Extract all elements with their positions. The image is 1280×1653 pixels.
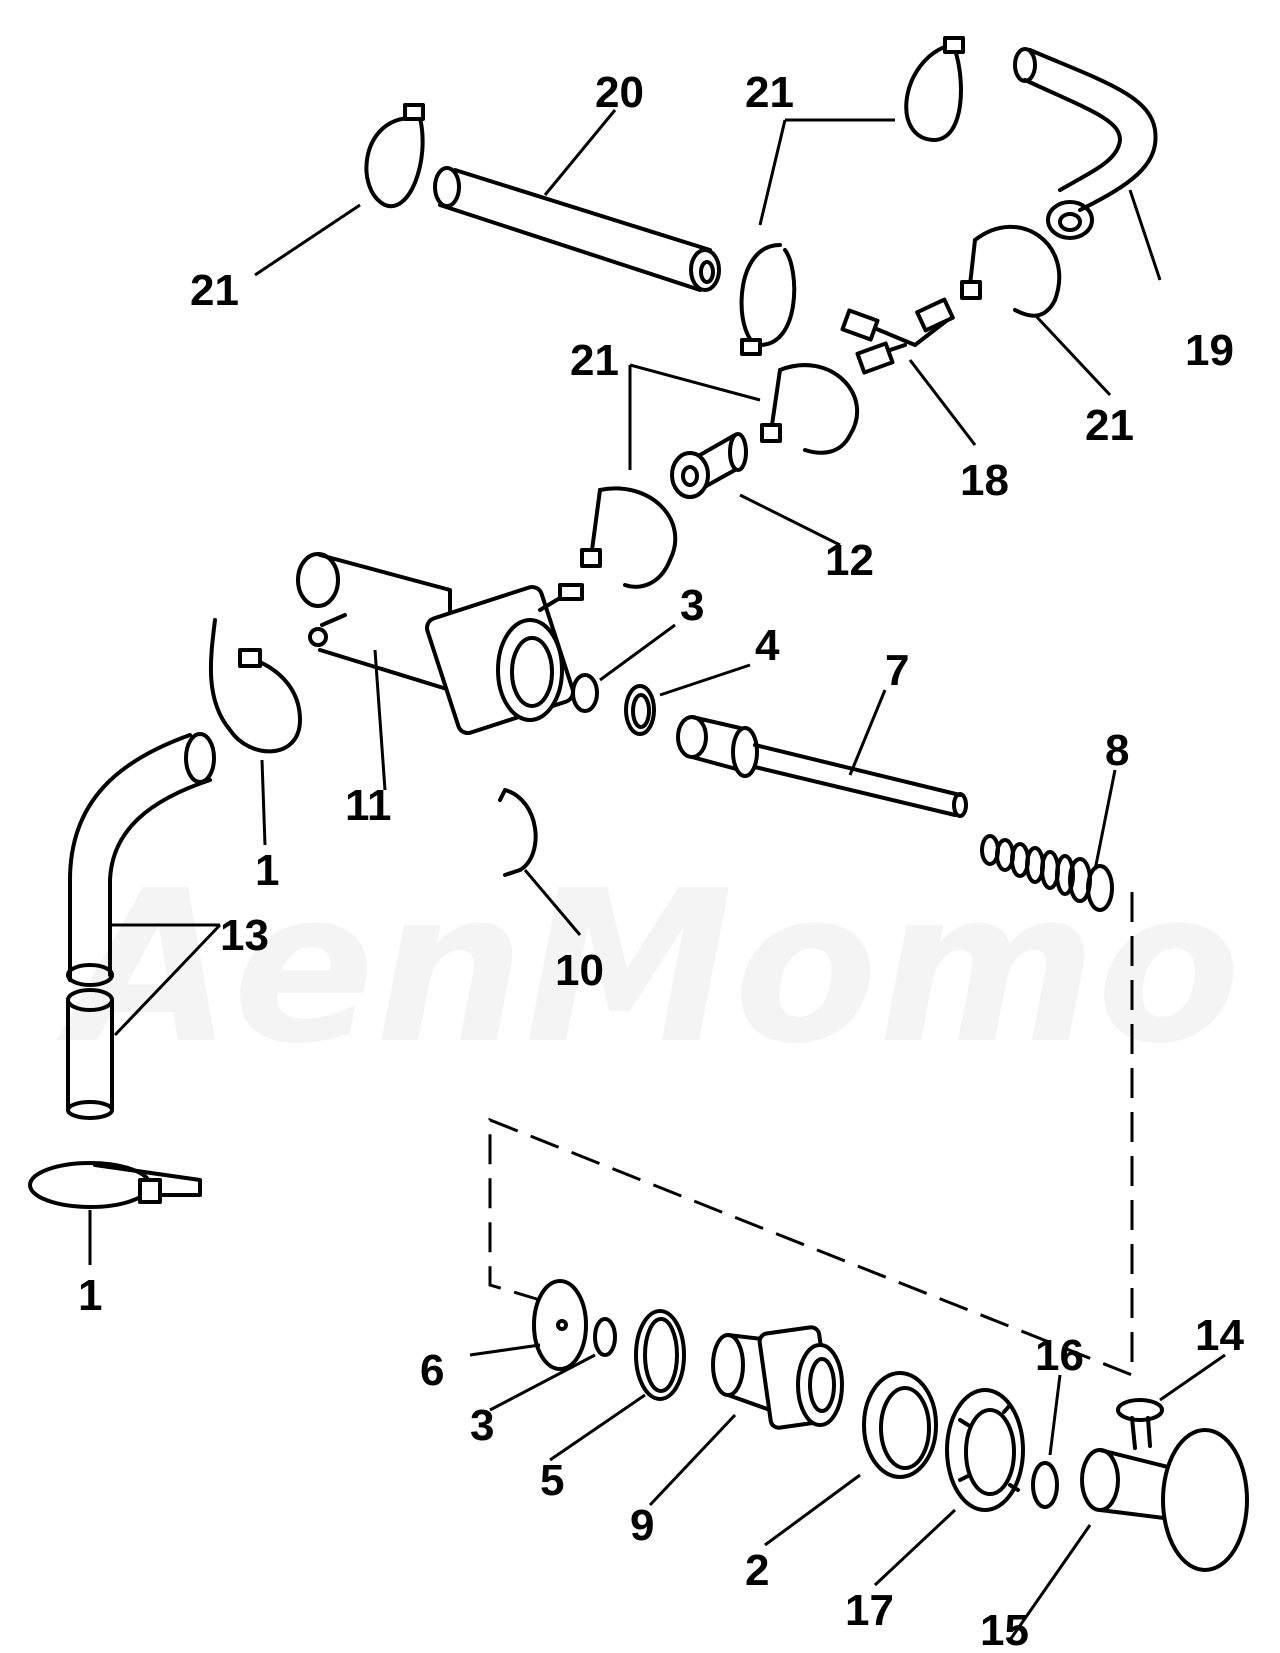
callout-12: 12 (825, 536, 874, 585)
callout-1-lower: 1 (78, 1271, 102, 1320)
callout-11: 11 (345, 781, 392, 830)
callout-3-upper: 3 (680, 581, 704, 630)
callout-5: 5 (540, 1456, 564, 1505)
callout-4: 4 (755, 621, 780, 670)
callout-8: 8 (1105, 726, 1129, 775)
leader-lines (88, 109, 1226, 1641)
part-1-strap-lower (28, 1161, 202, 1209)
part-21-clamp-top-left (364, 103, 425, 209)
part-1-strap-upper (208, 618, 302, 754)
callout-3-lower: 3 (470, 1401, 494, 1450)
callout-10: 10 (555, 946, 604, 995)
part-21-clamp-right (960, 224, 1062, 318)
part-4-oring (624, 684, 656, 736)
part-21-clamp-mid (760, 363, 859, 455)
callout-1-upper: 1 (255, 846, 279, 895)
callout-14: 14 (1195, 1311, 1244, 1360)
part-13-hose (66, 732, 216, 1120)
part-6-washer (532, 1279, 588, 1371)
assembly-dashed-line (488, 892, 1134, 1378)
callout-21-top-center: 21 (745, 68, 794, 117)
callout-17: 17 (845, 1586, 894, 1635)
part-19-bent-hose (1013, 47, 1158, 240)
part-9-bushing (711, 1325, 844, 1430)
part-8-spring (980, 834, 1114, 912)
part-21-clamp-lower (580, 486, 678, 589)
callout-21-right: 21 (1085, 401, 1134, 450)
watermark: AenMomo (56, 845, 1241, 1090)
part-14-screw (1116, 1398, 1164, 1450)
part-16-oring (1031, 1461, 1059, 1509)
part-21-clamp-top-center (904, 36, 965, 142)
callout-16: 16 (1035, 1331, 1084, 1380)
part-2-washer (862, 1371, 938, 1479)
callout-6: 6 (420, 1346, 444, 1395)
callout-19: 19 (1185, 326, 1234, 375)
callout-7: 7 (885, 646, 909, 695)
callout-9: 9 (630, 1501, 654, 1550)
callout-20: 20 (595, 68, 644, 117)
callout-labels: 20 21 21 19 21 21 18 12 3 4 7 8 11 1 13 … (78, 68, 1244, 1653)
part-7-plunger (676, 715, 968, 818)
callout-21-mid: 21 (570, 336, 619, 385)
callout-21-top-left: 21 (190, 266, 239, 315)
part-21-clamp-mid-center (739, 243, 797, 356)
part-10-clip (498, 788, 538, 877)
part-5-ring (634, 1309, 686, 1401)
part-20-hose (433, 166, 721, 292)
part-15-knob (1080, 1428, 1249, 1572)
part-12-sleeve (670, 432, 748, 499)
part-3-oring-upper (571, 673, 599, 713)
part-3-oring-lower (593, 1317, 617, 1357)
callout-13: 13 (220, 911, 269, 960)
part-11-solenoid (296, 552, 584, 736)
callout-2: 2 (745, 1546, 769, 1595)
part-18-tee-fitting (840, 297, 955, 375)
callout-18: 18 (960, 456, 1009, 505)
callout-15: 15 (980, 1606, 1029, 1653)
part-17-nut (945, 1388, 1025, 1512)
